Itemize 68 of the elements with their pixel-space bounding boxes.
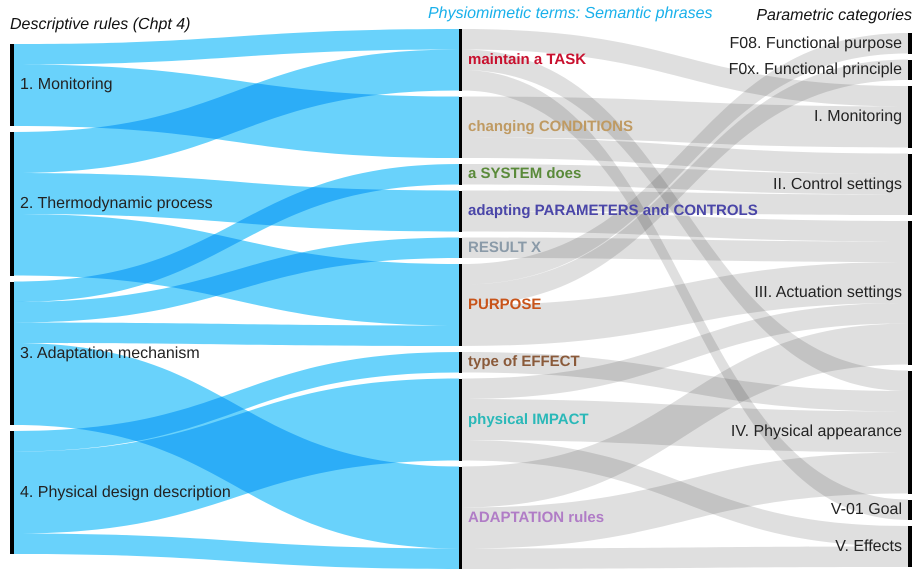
sankey-node-bar xyxy=(459,164,582,184)
node-label: V. Effects xyxy=(835,536,902,556)
flow-band xyxy=(14,352,459,452)
sankey-node-bar xyxy=(10,282,200,425)
column-heading: Physiomimetic terms: Semantic phrases xyxy=(428,5,713,23)
sankey-node-bar xyxy=(754,221,912,364)
sankey-node-bar xyxy=(10,132,213,276)
flow-band xyxy=(462,164,908,194)
node-label: F0x. Functional principle xyxy=(728,60,902,80)
flow-band xyxy=(462,303,908,399)
flow-band xyxy=(462,96,908,148)
sankey-node-bar xyxy=(459,378,589,460)
sankey-node-bar xyxy=(773,154,912,215)
flow-band xyxy=(462,60,908,305)
flow-band xyxy=(14,322,459,346)
flow-band xyxy=(14,378,459,534)
flow-band xyxy=(14,534,459,569)
node-label: type of EFFECT xyxy=(468,353,580,372)
flow-band xyxy=(462,352,908,412)
sankey-node-bar xyxy=(10,431,231,554)
column-heading: Parametric categories xyxy=(756,7,912,25)
flow-band xyxy=(462,33,908,284)
sankey-node-bar xyxy=(459,96,633,158)
sankey-node-bar xyxy=(10,44,112,126)
flow-band xyxy=(14,238,459,322)
flow-band xyxy=(462,238,908,262)
column-heading: Descriptive rules (Chpt 4) xyxy=(10,16,190,34)
sankey-node-bar xyxy=(830,500,912,520)
sankey-node-bar xyxy=(814,86,912,148)
sankey-node-bar xyxy=(459,29,586,90)
node-label: a SYSTEM does xyxy=(468,165,582,184)
sankey-node-bar xyxy=(459,264,542,346)
sankey-node-bar xyxy=(459,466,604,569)
node-label: physical IMPACT xyxy=(468,410,589,428)
flow-band xyxy=(462,50,908,391)
node-label: PURPOSE xyxy=(468,296,542,314)
node-label: V-01 Goal xyxy=(830,500,902,520)
flow-band xyxy=(462,262,908,346)
sankey-node-bar xyxy=(730,370,912,494)
node-label: III. Actuation settings xyxy=(754,283,902,302)
flow-band xyxy=(14,29,459,64)
node-label: I. Monitoring xyxy=(814,107,902,126)
flow-band xyxy=(462,29,908,106)
node-label: adapting PARAMETERS and CONTROLS xyxy=(468,202,758,220)
node-label: maintain a TASK xyxy=(468,50,586,69)
sankey-node-bar xyxy=(835,526,912,567)
flow-band xyxy=(462,399,908,452)
node-label: F08. Functional purpose xyxy=(729,34,902,53)
sankey-node-bar xyxy=(459,352,580,372)
node-label: 2. Thermodynamic process xyxy=(20,194,213,214)
flow-band xyxy=(14,50,459,173)
flow-band xyxy=(462,324,908,508)
flow-band xyxy=(462,138,908,174)
node-label: 3. Adaptation mechanism xyxy=(20,344,200,363)
node-label: IV. Physical appearance xyxy=(730,422,902,442)
flow-band xyxy=(462,190,908,215)
node-label: 1. Monitoring xyxy=(20,75,112,95)
node-label: ADAPTATION rules xyxy=(468,508,604,527)
sankey-node-bar xyxy=(459,190,758,232)
flow-band xyxy=(462,70,908,520)
node-label: II. Control settings xyxy=(773,174,902,194)
node-label: 4. Physical design description xyxy=(20,482,231,502)
flow-band xyxy=(462,546,908,569)
flow-band xyxy=(14,164,459,302)
node-label: changing CONDITIONS xyxy=(468,118,633,136)
sankey-node-bar xyxy=(459,238,542,258)
flow-band xyxy=(462,211,908,242)
node-label: RESULT X xyxy=(468,238,542,257)
